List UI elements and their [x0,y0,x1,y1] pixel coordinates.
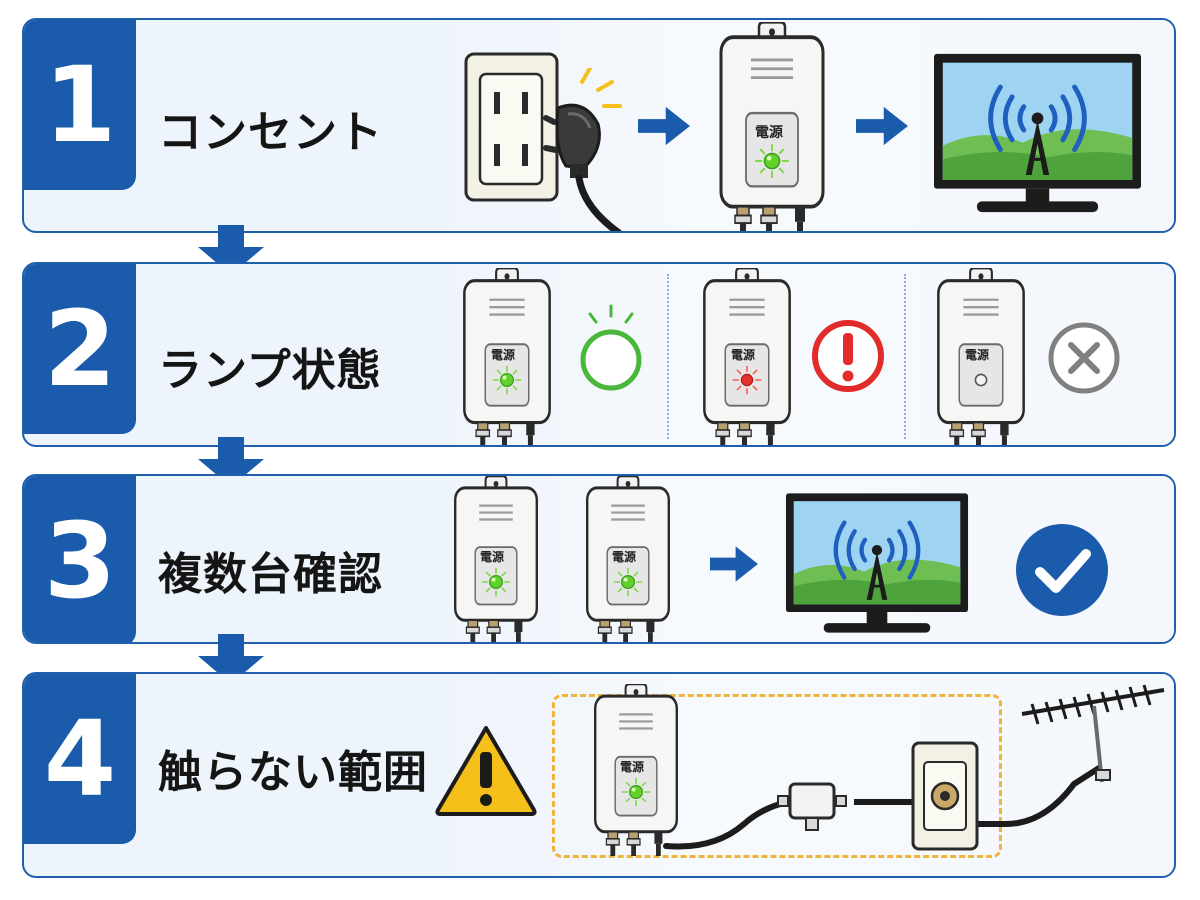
step-number-2: 2 [24,264,136,434]
power-lamp-red-icon [731,364,763,396]
step-number-4: 4 [24,674,136,844]
separator-dots [667,274,669,439]
step-title-2: ランプ状態 [158,345,382,396]
step-title-3: 複数台確認 [158,549,383,600]
step-title-4: 触らない範囲 [158,747,428,798]
separator-dots [904,274,906,439]
step-panel-4: 4 触らない範囲 電源 [22,672,1176,878]
power-label: 電源 [965,348,990,362]
wall-jack-icon [911,741,979,851]
power-lamp-off-icon [965,364,997,396]
booster-device: 電源 [461,268,553,447]
power-label: 電源 [755,125,783,141]
lamp-on-ring-icon [580,304,642,391]
power-lamp-green-icon [612,566,644,598]
arrow-icon [856,106,908,146]
plug-icon [543,68,622,231]
splitter-icon [777,782,847,831]
arrow-icon [710,546,758,582]
power-lamp-green-icon [753,142,791,180]
arrow-icon [638,106,690,146]
tv-icon [930,50,1145,216]
caution-triangle-icon [435,726,537,816]
power-label: 電源 [731,348,756,362]
step-panel-1: 1 コンセント 電源 [22,18,1176,233]
power-label: 電源 [480,550,505,564]
outlet-icon [464,52,559,202]
power-label: 電源 [620,760,645,774]
off-x-icon [1048,322,1120,394]
step-panel-3: 3 複数台確認 電源 電源 [22,474,1176,644]
booster-device: 電源 [452,476,540,644]
antenna-icon [1021,684,1165,783]
step-title-1: コンセント [158,107,383,158]
booster-device: 電源 [717,22,827,233]
booster-device: 電源 [584,476,672,644]
tv-icon [782,490,972,636]
step-panel-2: 2 ランプ状態 電源 電源 電源 [22,262,1176,447]
booster-device: 電源 [592,684,680,856]
power-lamp-green-icon [480,566,512,598]
power-lamp-green-icon [620,776,652,808]
no-touch-area [552,694,1002,858]
power-label: 電源 [491,348,516,362]
checkmark-icon [1016,524,1108,616]
step-number-1: 1 [24,20,136,190]
power-label: 電源 [612,550,637,564]
booster-device: 電源 [935,268,1027,447]
booster-device: 電源 [701,268,793,447]
step-number-3: 3 [24,476,136,642]
power-lamp-green-icon [491,364,523,396]
warning-exclamation-icon [812,320,884,392]
